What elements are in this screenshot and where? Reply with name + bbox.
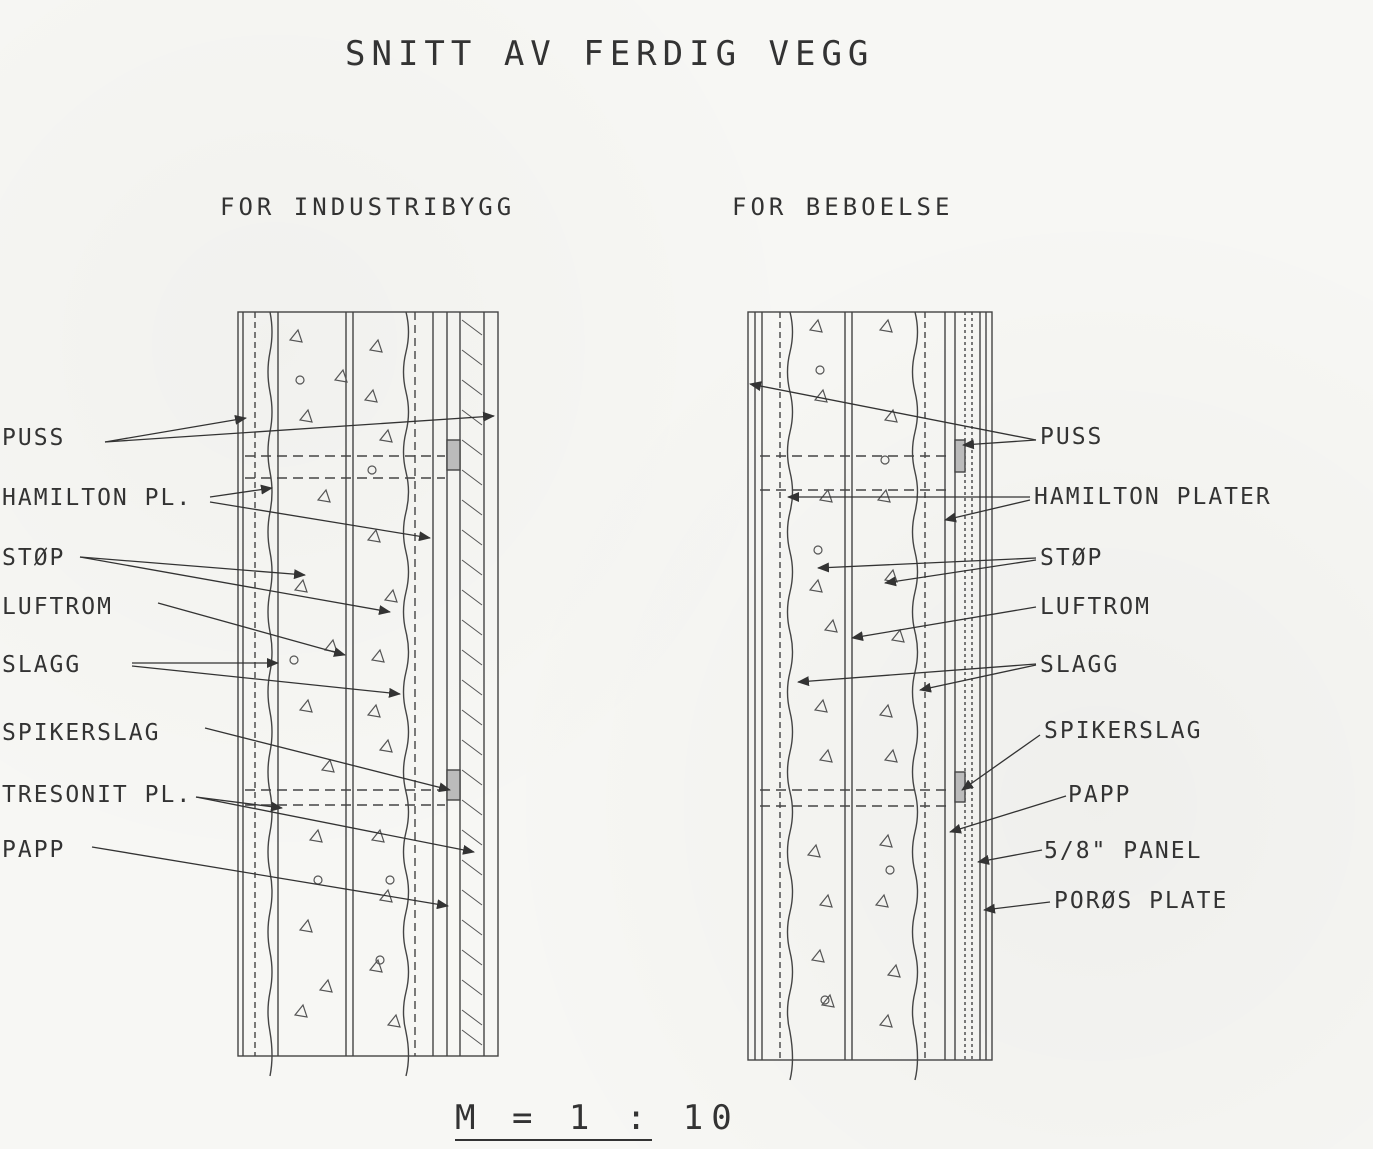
right-label-luftrom: LUFTROM [1040,594,1151,620]
right-label-slagg: SLAGG [1040,652,1120,678]
left-label-spikerslag: SPIKERSLAG [2,720,161,746]
left-label-stop: STØP [2,545,66,571]
right-label-spikerslag: SPIKERSLAG [1044,718,1203,744]
right-label-hamilton: HAMILTON PLATER [1034,484,1272,510]
right-wall-section [747,311,993,1081]
right-leader-lines [749,381,1067,914]
right-label-poros: PORØS PLATE [1054,888,1229,914]
left-label-hamilton: HAMILTON PL. [2,485,193,511]
right-label-papp: PAPP [1068,782,1132,808]
left-label-papp: PAPP [2,837,66,863]
right-label-stop: STØP [1040,545,1104,571]
right-label-puss: PUSS [1040,424,1104,450]
left-label-luftrom: LUFTROM [2,594,113,620]
left-label-slagg: SLAGG [2,652,82,678]
right-section-heading: FOR BEBOELSE [732,193,954,221]
scale-label: M = 1 : 10 [455,1098,740,1138]
left-wall-section [237,311,499,1077]
left-label-puss: PUSS [2,425,66,451]
drawing-title: SNITT AV FERDIG VEGG [345,34,875,74]
left-section-heading: FOR INDUSTRIBYGG [220,193,516,221]
left-label-tresonit: TRESONIT PL. [2,782,193,808]
left-leader-lines [79,411,495,910]
right-label-panel: 5/8" PANEL [1044,838,1203,864]
